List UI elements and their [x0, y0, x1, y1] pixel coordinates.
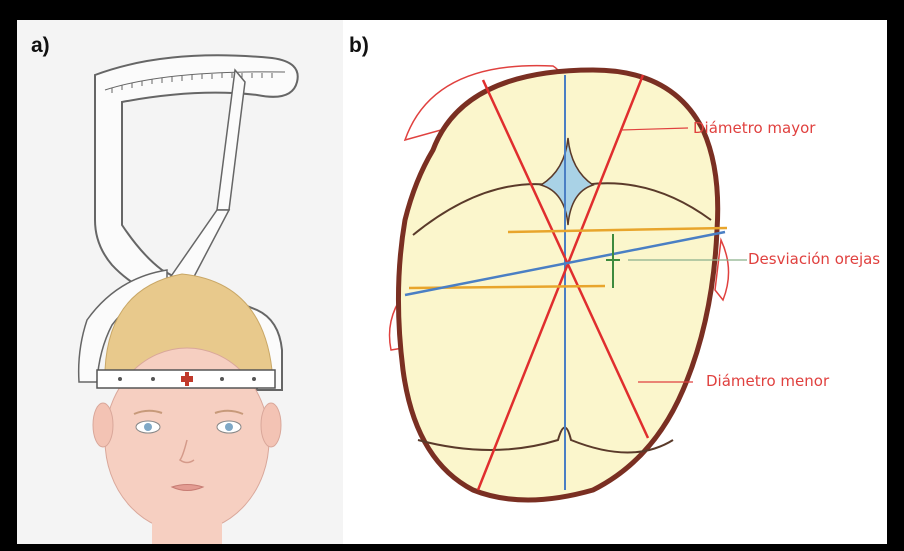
figure-canvas: a) [17, 20, 887, 544]
skull-top-view-diagram [343, 20, 887, 544]
panel-a: a) [17, 20, 343, 544]
panel-b: b) [343, 20, 887, 544]
ear-deviation-label: Desviación orejas [748, 250, 880, 268]
child-head-with-caliper-illustration [17, 20, 343, 544]
minor-diameter-label: Diámetro menor [706, 372, 829, 390]
major-diameter-label: Diámetro mayor [693, 119, 815, 137]
